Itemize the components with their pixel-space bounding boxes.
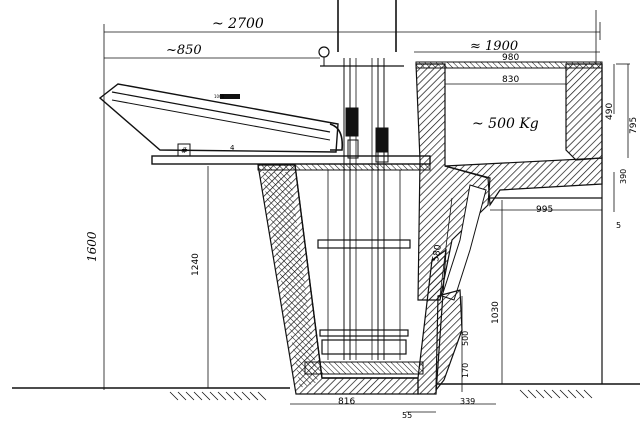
dim-right-section: ≈ 1900 xyxy=(470,39,518,54)
dim-bottom-816: 816 xyxy=(338,397,355,407)
dim-top-tank-width: 980 xyxy=(502,53,519,63)
vertical-dimensions xyxy=(207,64,629,392)
lift-rods xyxy=(317,0,411,360)
dim-overall-width: ~ 2700 xyxy=(212,16,264,32)
dim-height-390: 390 xyxy=(619,169,628,184)
dim-width-995: 995 xyxy=(536,205,553,215)
dim-height-500: 500 xyxy=(461,331,470,346)
box-label-b: 4 xyxy=(230,144,235,152)
dim-bottom-339: 339 xyxy=(460,397,475,406)
dim-load: ~ 500 Kg xyxy=(472,116,539,132)
ground-line xyxy=(12,383,640,401)
dim-inner-width: 830 xyxy=(502,75,519,85)
dim-height-170: 170 xyxy=(461,363,470,378)
dim-left-arm: ~850 xyxy=(166,43,202,58)
tilting-arm xyxy=(98,83,344,157)
pit-floor xyxy=(304,339,424,375)
horizontal-dimensions xyxy=(103,10,630,413)
panel-label-a: 1000 xyxy=(214,94,225,99)
dim-height-1240: 1240 xyxy=(191,253,201,276)
right-structure xyxy=(415,61,603,392)
dim-height-5: 5 xyxy=(616,221,621,230)
dim-slope-580: 580 xyxy=(431,244,444,263)
dim-height-795: 795 xyxy=(629,117,639,134)
dim-bottom-55: 55 xyxy=(402,411,412,420)
dimension-labels: ~ 2700 ~850 ≈ 1900 980 830 ~ 500 Kg 1600… xyxy=(85,16,639,420)
dim-height-1030: 1030 xyxy=(491,301,501,324)
box-label: # xyxy=(181,146,188,155)
dim-overall-height: 1600 xyxy=(85,231,99,262)
dim-height-490: 490 xyxy=(605,103,615,120)
